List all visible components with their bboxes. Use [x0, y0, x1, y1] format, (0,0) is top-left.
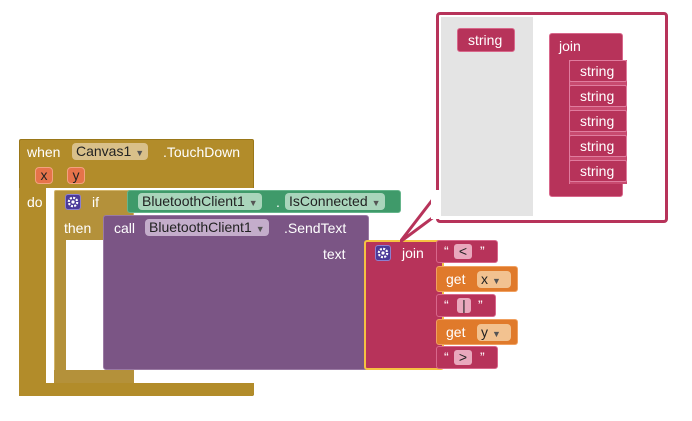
- text-value-field[interactable]: >: [454, 350, 472, 365]
- flyout-join-slot[interactable]: string: [569, 160, 627, 182]
- condition-component-label: BluetoothClient1: [142, 193, 245, 209]
- condition-property-dropdown[interactable]: IsConnected▼: [285, 193, 385, 210]
- get-var-dropdown[interactable]: x▼: [477, 271, 511, 288]
- get-var-label: x: [481, 271, 488, 287]
- get-label: get: [446, 324, 466, 340]
- event-when-label: when: [27, 144, 61, 160]
- get-label: get: [446, 271, 466, 287]
- flyout-join-label: join: [559, 38, 581, 54]
- condition-component-dropdown[interactable]: BluetoothClient1▼: [138, 193, 262, 210]
- quote-open: “: [444, 297, 449, 313]
- param-y[interactable]: y: [67, 167, 85, 184]
- event-component-dropdown[interactable]: Canvas1▼: [72, 143, 149, 160]
- dropdown-arrow-icon: ▼: [492, 329, 501, 339]
- quote-close: ”: [480, 243, 485, 259]
- event-block-foot: [19, 383, 254, 396]
- dropdown-arrow-icon: ▼: [492, 276, 501, 286]
- join-label: join: [402, 245, 424, 261]
- flyout-string-block[interactable]: string: [457, 28, 515, 52]
- flyout-join-slot[interactable]: string: [569, 60, 627, 82]
- flyout-join-slot[interactable]: string: [569, 135, 627, 157]
- get-var-label: y: [481, 324, 488, 340]
- param-x[interactable]: x: [35, 167, 53, 184]
- flyout-join-slot[interactable]: string: [569, 110, 627, 132]
- quote-close: ”: [480, 349, 485, 365]
- call-label: call: [114, 220, 136, 236]
- flyout-slot-label: string: [580, 88, 615, 104]
- flyout-slot-label: string: [580, 113, 615, 129]
- call-component-dropdown[interactable]: BluetoothClient1▼: [145, 219, 269, 236]
- text-value-field[interactable]: <: [454, 244, 472, 259]
- flyout-string-label: string: [468, 32, 503, 48]
- then-label: then: [64, 220, 92, 236]
- text-string-block[interactable]: “ > ”: [436, 346, 498, 369]
- join-mutator-gear-icon[interactable]: [375, 245, 391, 261]
- quote-open: “: [444, 349, 449, 365]
- event-block-left-rail: [19, 188, 46, 396]
- if-label: if: [92, 194, 99, 210]
- text-string-block[interactable]: “ < ”: [436, 240, 498, 263]
- dropdown-arrow-icon: ▼: [371, 198, 381, 208]
- flyout-slot-label: string: [580, 63, 615, 79]
- if-block-foot: [54, 370, 134, 383]
- call-method-label: .SendText: [284, 220, 347, 236]
- get-variable-block[interactable]: get x▼: [436, 266, 518, 292]
- call-sendtext-block[interactable]: [103, 215, 369, 370]
- call-component-label: BluetoothClient1: [149, 219, 252, 235]
- text-value-field[interactable]: |: [457, 298, 471, 313]
- dropdown-arrow-icon: ▼: [248, 198, 258, 208]
- dropdown-arrow-icon: ▼: [135, 148, 145, 158]
- condition-property-label: IsConnected: [289, 193, 368, 209]
- text-string-block[interactable]: “ | ”: [436, 294, 496, 317]
- quote-close: ”: [478, 297, 483, 313]
- flyout-slot-label: string: [580, 163, 615, 179]
- get-var-dropdown[interactable]: y▼: [477, 324, 511, 341]
- quote-open: “: [444, 243, 449, 259]
- mutator-gear-icon[interactable]: [65, 194, 81, 210]
- event-component-label: Canvas1: [76, 143, 132, 159]
- get-variable-block[interactable]: get y▼: [436, 319, 518, 345]
- condition-separator: .: [276, 194, 280, 210]
- flyout-slot-label: string: [580, 138, 615, 154]
- flyout-join-slot[interactable]: string: [569, 85, 627, 107]
- event-do-label: do: [27, 194, 43, 210]
- call-arg-text-label: text: [323, 246, 346, 262]
- event-name-label: .TouchDown: [163, 144, 241, 160]
- dropdown-arrow-icon: ▼: [255, 224, 265, 234]
